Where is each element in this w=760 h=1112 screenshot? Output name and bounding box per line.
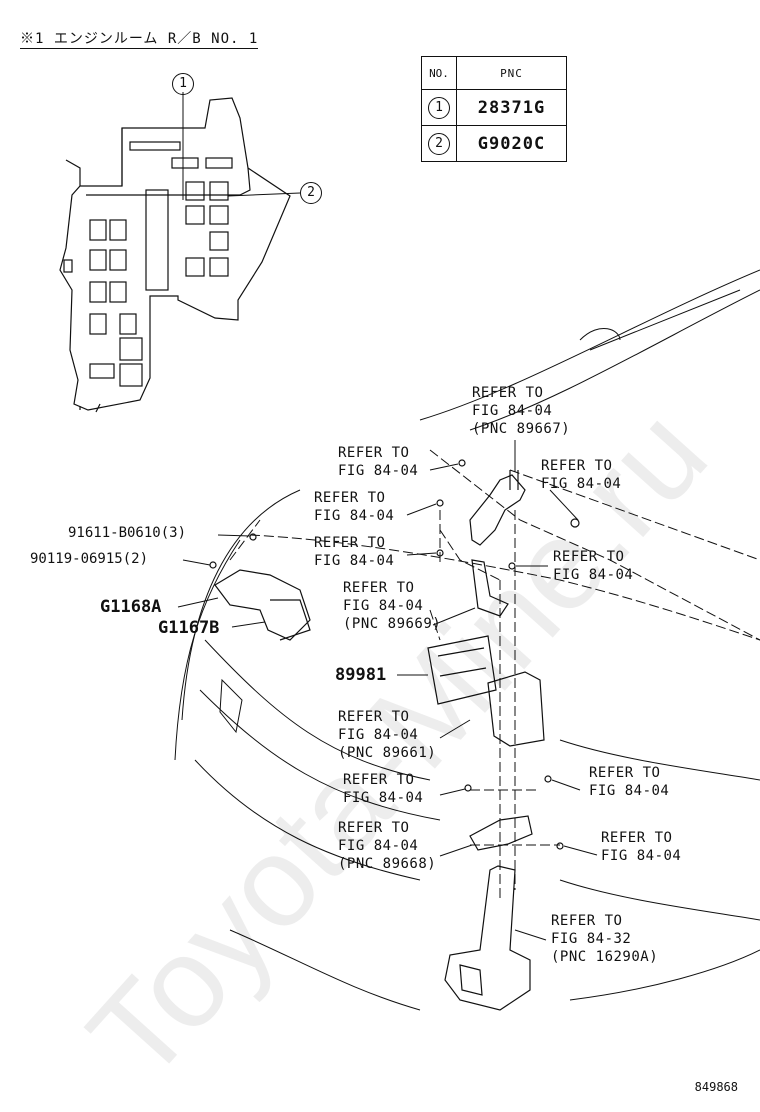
bracket-lower <box>464 775 564 851</box>
pnc-col-pnc: PNC <box>456 56 567 90</box>
pnc-table-row: 1 28371G <box>421 89 567 126</box>
section-header-text: ※1 エンジンルーム R／B NO. 1 <box>20 31 259 49</box>
ecu-module <box>427 635 545 747</box>
pnc-table: NO. PNC 1 28371G 2 G9020C <box>421 56 567 162</box>
pnc-row-value[interactable]: 28371G <box>456 89 567 126</box>
pnc-row-no: 2 <box>428 132 450 155</box>
callout-1: 1 <box>172 73 194 95</box>
horn-assembly <box>444 865 531 1011</box>
part-number-label[interactable]: G1168A <box>100 597 162 617</box>
vehicle-body-outline <box>174 269 760 1011</box>
part-number-label[interactable]: 90119-06915(2) <box>30 551 149 567</box>
pnc-table-header-row: NO. PNC <box>421 56 567 90</box>
bracket-left <box>209 533 311 641</box>
bracket-middle <box>471 559 509 617</box>
pnc-row-value[interactable]: G9020C <box>456 125 567 162</box>
pnc-col-no: NO. <box>421 56 457 90</box>
diagram-code: 849868 <box>694 1080 738 1094</box>
part-number-label[interactable]: 89981 <box>335 665 387 685</box>
bracket-upper <box>436 459 580 570</box>
section-header: ※1 エンジンルーム R／B NO. 1 <box>20 28 259 49</box>
part-number-label[interactable]: 91611-B0610(3) <box>68 525 187 541</box>
pnc-table-row: 2 G9020C <box>421 125 567 162</box>
part-number-label[interactable]: G1167B <box>158 618 220 638</box>
relay-block-drawing <box>59 97 291 413</box>
pnc-row-no: 1 <box>428 96 450 119</box>
callout-2: 2 <box>300 182 322 204</box>
